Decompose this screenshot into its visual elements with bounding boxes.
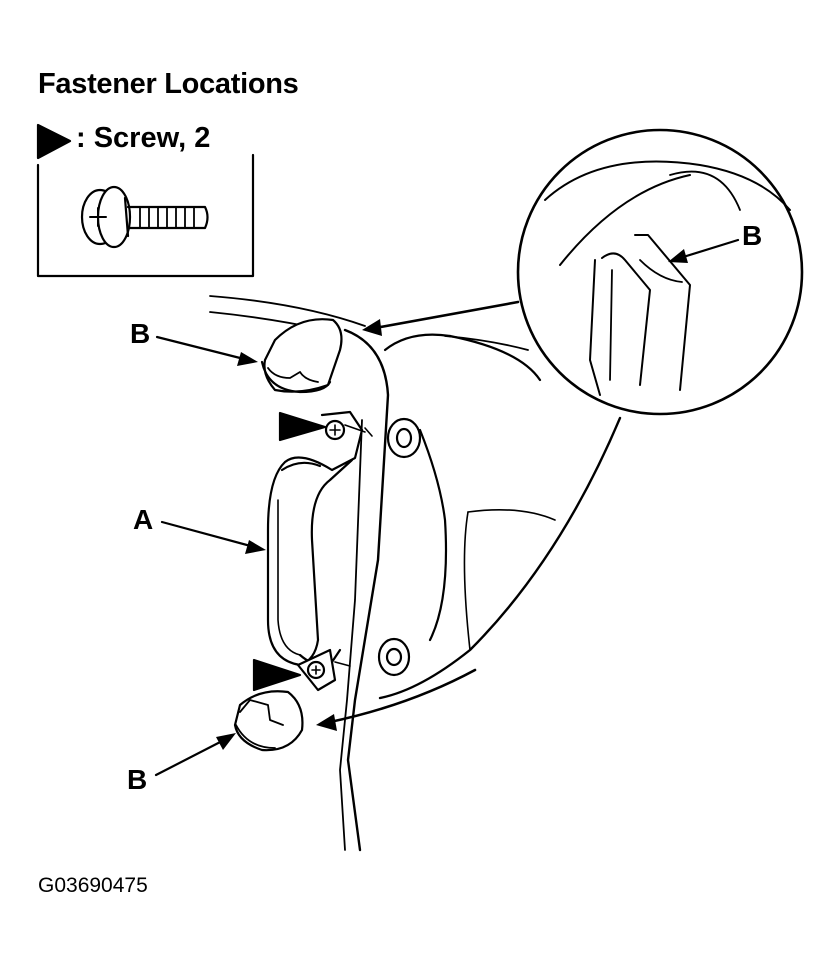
pillar-trim-panel <box>339 328 622 852</box>
legend-label: : Screw, 2 <box>76 122 211 154</box>
roof-trim-lines <box>209 295 529 351</box>
lower-cover <box>233 690 304 752</box>
upper-screw-marker-icon <box>278 411 327 442</box>
assist-handle <box>266 410 373 692</box>
detail-magnifier <box>516 128 804 416</box>
screw-icon <box>80 185 209 249</box>
legend-frame <box>36 153 255 278</box>
callout-arrows <box>154 238 740 777</box>
upper-cover <box>260 318 343 394</box>
callout-b-lower: B <box>127 764 148 795</box>
figure-id: G03690475 <box>38 874 148 897</box>
screw-marker-icon <box>36 123 72 160</box>
page-title: Fastener Locations <box>38 68 299 100</box>
callout-a: A <box>133 504 154 535</box>
lower-screw-marker-icon <box>252 658 302 692</box>
callout-b-detail: B <box>742 220 763 251</box>
callout-b-upper: B <box>130 318 151 349</box>
